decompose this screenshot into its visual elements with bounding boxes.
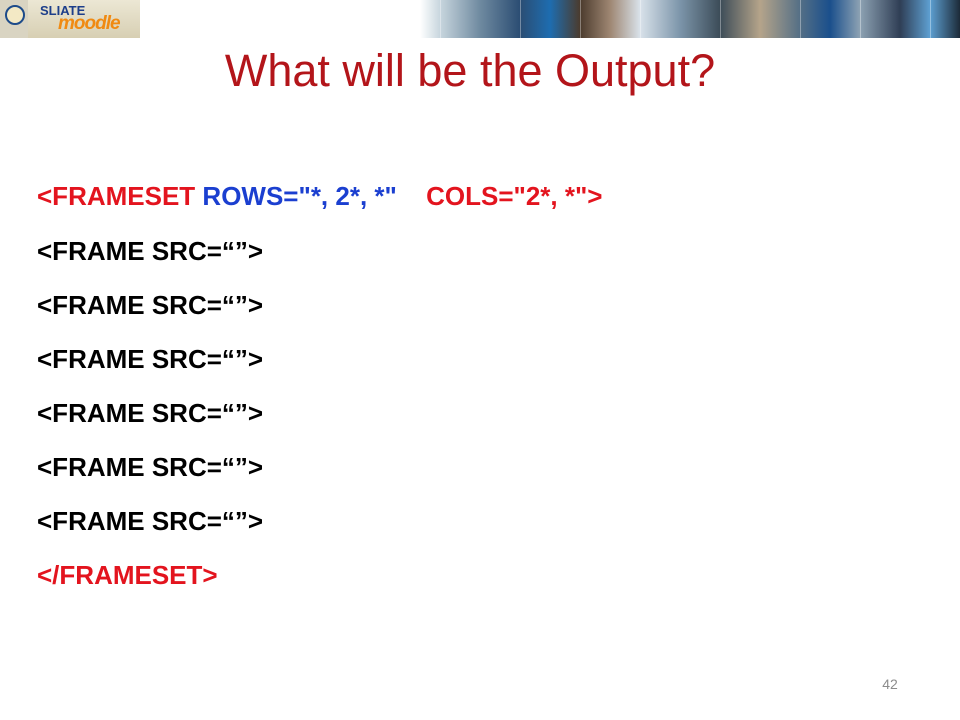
frameset-tag: <FRAMESET: [37, 181, 196, 211]
slide-title: What will be the Output?: [224, 45, 716, 96]
slide-number: 42: [882, 676, 898, 692]
code-line-frame: <FRAME SRC=“”>: [37, 290, 264, 320]
code-line-frame: <FRAME SRC=“”>: [37, 506, 264, 536]
code-line-frame: <FRAME SRC=“”>: [37, 398, 264, 428]
code-line-frameset-close: </FRAMESET>: [37, 560, 218, 590]
logo-text-sliate: SLIATE: [40, 3, 86, 18]
code-line-frame: <FRAME SRC=“”>: [37, 344, 264, 374]
institution-seal-icon: [0, 0, 28, 38]
code-line-frameset-open: <FRAMESET ROWS="*, 2*, *" COLS="2*, *">: [37, 181, 602, 212]
code-line-frame: <FRAME SRC=“”>: [37, 236, 264, 266]
logo-text-moodle: moodle: [58, 13, 121, 34]
rows-attribute: ROWS="*, 2*, *": [202, 181, 397, 211]
cols-attribute: COLS="2*, *">: [426, 181, 603, 211]
header-banner: SLIATE moodle: [0, 0, 960, 38]
banner-photo-collage: [140, 0, 960, 38]
code-line-frame: <FRAME SRC=“”>: [37, 452, 264, 482]
sliate-moodle-logo: SLIATE moodle: [28, 0, 140, 38]
